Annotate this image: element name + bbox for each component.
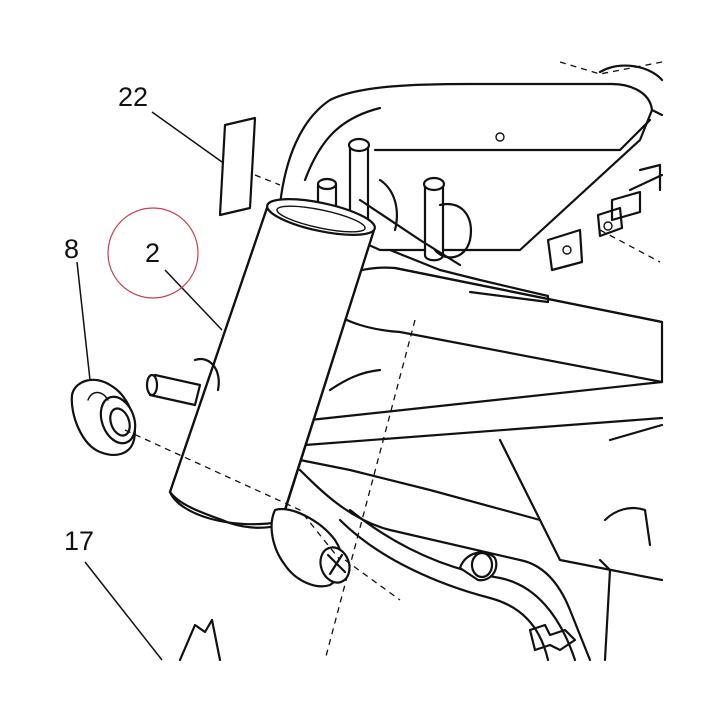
leader-lines (76, 111, 223, 661)
highlight-circle (107, 207, 199, 299)
callout-17: 17 (64, 526, 94, 556)
callout-2: 2 (145, 238, 160, 268)
frame-lower-tube (338, 508, 612, 662)
head-tube-lug (145, 357, 220, 407)
centre-lines (124, 174, 416, 661)
frame-lower-spar (298, 368, 664, 662)
callout-8: 8 (64, 234, 79, 264)
steering-head-tube (168, 198, 376, 529)
frame-rear-structure (546, 61, 664, 272)
bracket-17 (178, 618, 222, 662)
lower-pivot-lug (270, 507, 498, 588)
label-plate (218, 116, 257, 217)
callout-22: 22 (118, 82, 148, 112)
rubber-grommet (70, 378, 137, 456)
